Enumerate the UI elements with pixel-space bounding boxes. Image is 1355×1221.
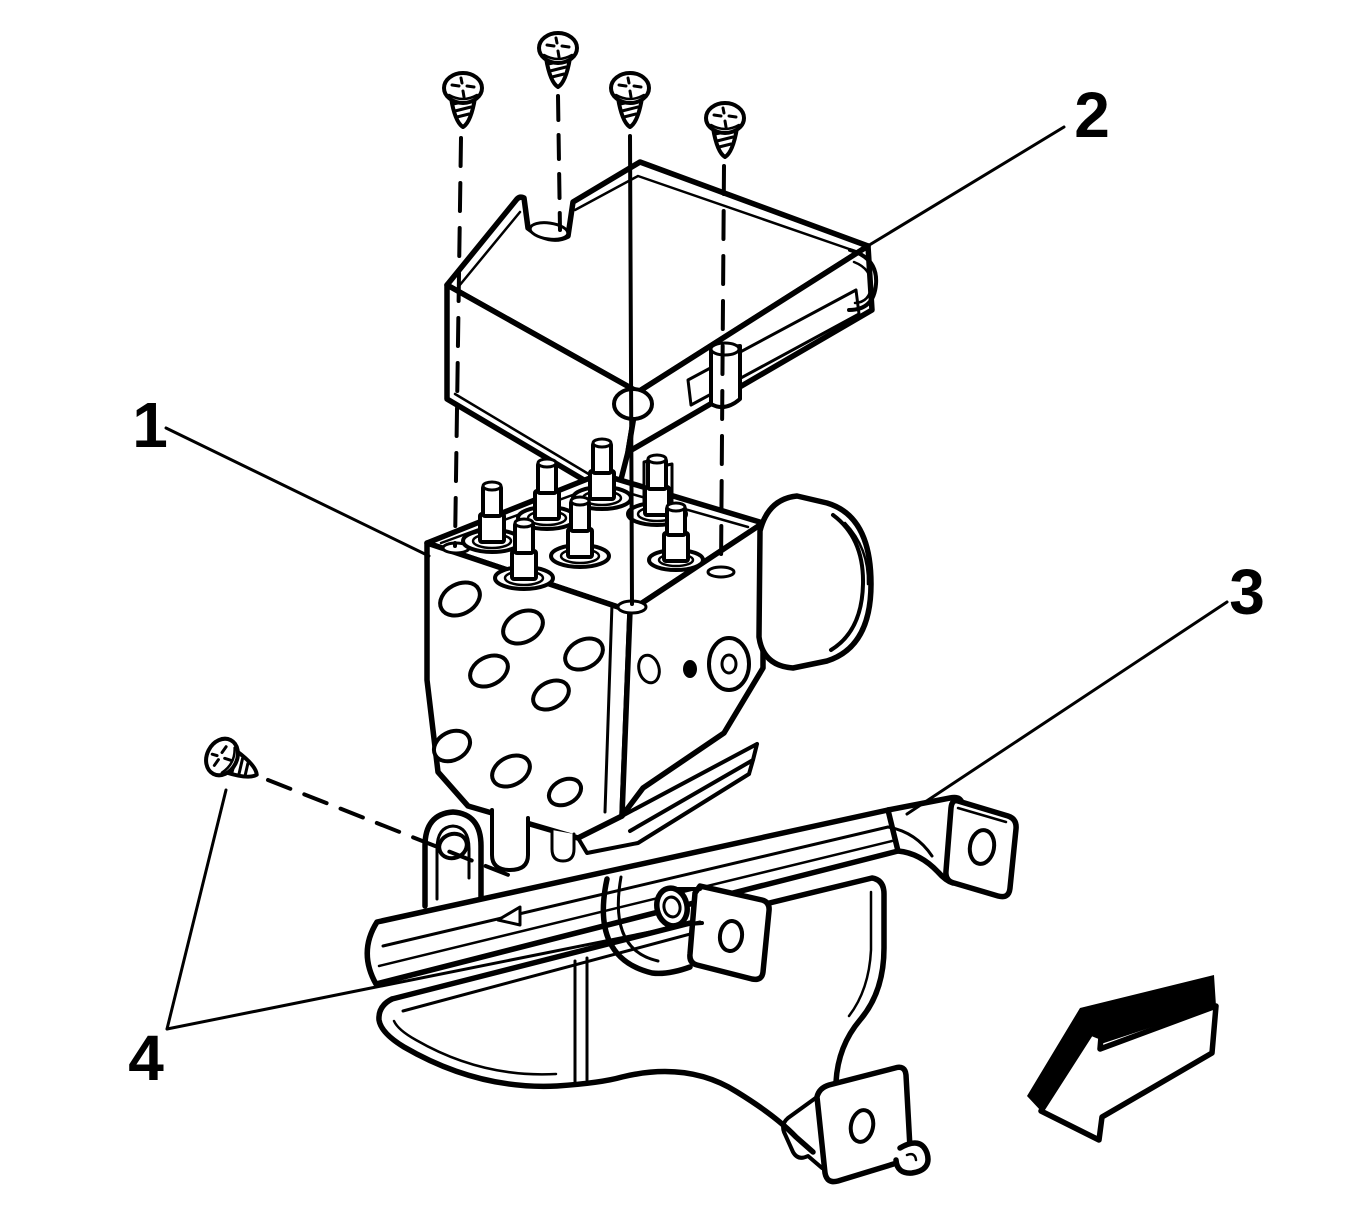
module-screws <box>442 31 746 606</box>
screw-icon-3 <box>609 71 651 606</box>
screw-icon-1 <box>442 71 484 548</box>
callout-label-2: 2 <box>1074 79 1110 151</box>
direction-arrow-icon <box>1027 975 1219 1143</box>
callout-4-leader-a <box>165 788 228 1031</box>
mounting-bracket <box>364 794 1019 1185</box>
callout-label-4: 4 <box>128 1022 164 1094</box>
callout-label-3: 3 <box>1229 556 1265 628</box>
screw-icon-2 <box>537 31 579 232</box>
valve-body <box>424 437 874 872</box>
valve-port-holes <box>431 580 605 808</box>
control-module <box>444 159 879 502</box>
callout-label-1: 1 <box>132 389 168 461</box>
callout-1-leader <box>164 426 431 558</box>
solenoid-pins <box>461 437 705 591</box>
screw-icon-4 <box>704 101 746 572</box>
callouts: 1 2 3 4 <box>128 79 1265 1094</box>
callout-2-leader <box>864 125 1066 249</box>
bracket-screw <box>198 731 518 880</box>
callout-4-leader-b <box>165 920 702 1031</box>
pump-motor <box>756 493 874 671</box>
callout-3-leader <box>905 600 1229 816</box>
